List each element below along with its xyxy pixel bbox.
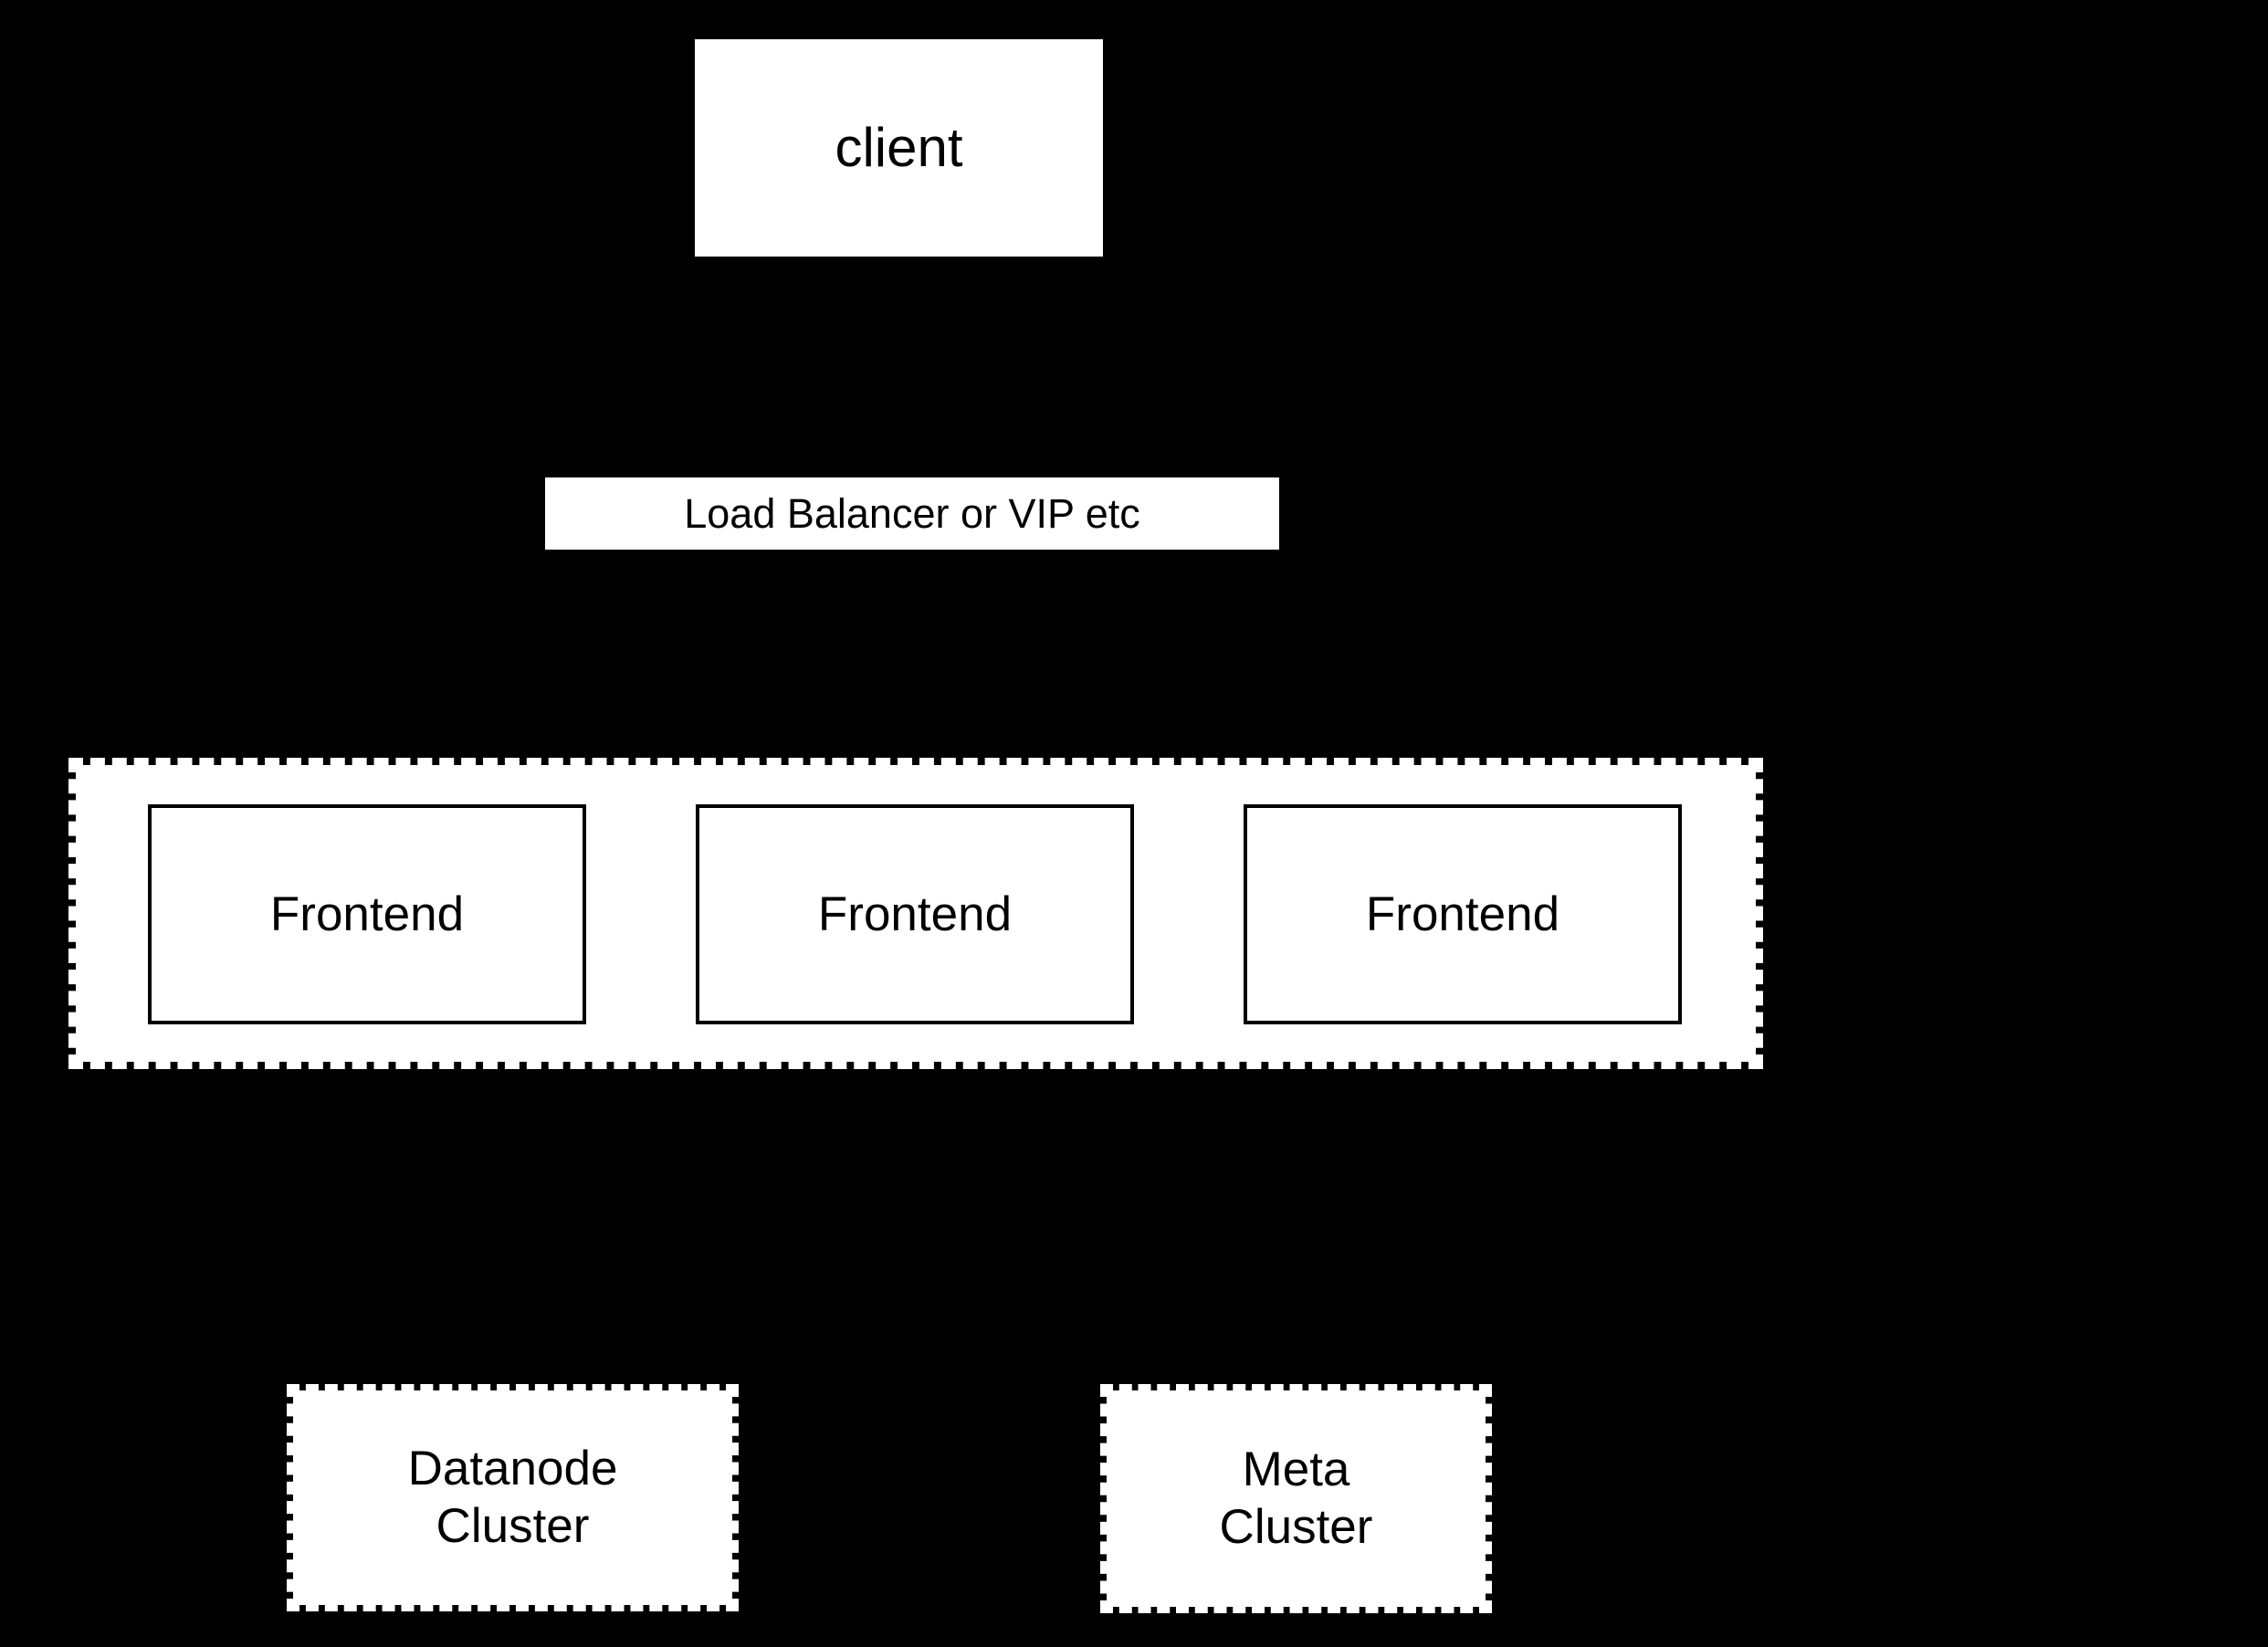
load-balancer-node-label: Load Balancer or VIP etc: [684, 489, 1140, 537]
frontend-node-3[interactable]: Frontend: [1244, 804, 1682, 1024]
frontend-node-2[interactable]: Frontend: [696, 804, 1134, 1024]
frontend-node-1[interactable]: Frontend: [148, 804, 586, 1024]
load-balancer-node[interactable]: Load Balancer or VIP etc: [545, 477, 1279, 550]
frontend-node-3-label: Frontend: [1365, 887, 1560, 941]
datanode-cluster-node-label: Datanode Cluster: [407, 1441, 618, 1553]
meta-cluster-node[interactable]: Meta Cluster: [1100, 1384, 1492, 1613]
meta-cluster-node-label: Meta Cluster: [1219, 1442, 1373, 1554]
frontend-node-2-label: Frontend: [817, 887, 1013, 941]
client-node[interactable]: client: [695, 39, 1103, 257]
frontend-node-1-label: Frontend: [269, 887, 465, 941]
datanode-cluster-node[interactable]: Datanode Cluster: [287, 1384, 739, 1611]
client-node-label: client: [835, 116, 963, 178]
frontend-cluster-group[interactable]: Frontend Frontend Frontend: [68, 758, 1763, 1069]
